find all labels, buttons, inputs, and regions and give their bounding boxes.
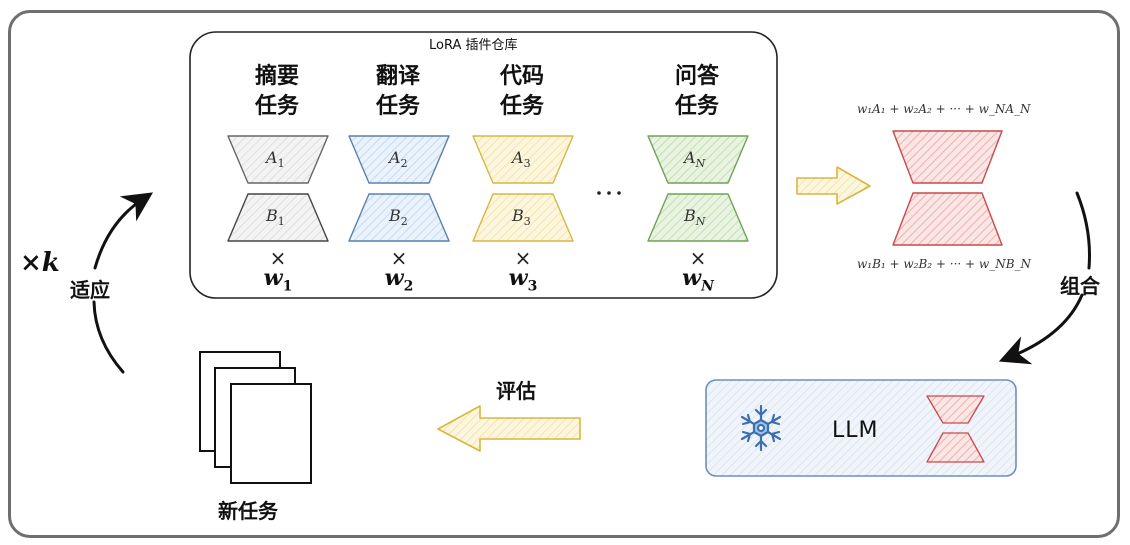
weight-label-3: w3 [508, 265, 538, 295]
weight-label-n: wN [682, 265, 714, 295]
task-label-2: 翻译任务 [375, 64, 420, 119]
combined-a-matrix [892, 130, 1003, 184]
lora-b-matrix-2 [348, 193, 450, 242]
merge-arrow-icon [796, 166, 871, 205]
llm-lora-a [926, 395, 985, 424]
matrix-label-b3: B3 [512, 206, 531, 229]
lora-module-2 [348, 135, 450, 242]
new-task-label: 新任务 [218, 499, 278, 523]
multiply-sign-1: × [269, 246, 287, 270]
combined-formula-a: w₁A₁ + w₂A₂ + ··· + w_NA_N [857, 102, 1031, 116]
evaluate-label: 评估 [496, 379, 536, 403]
matrix-label-bn: BN [684, 206, 706, 229]
matrix-label-a2: A2 [389, 148, 408, 171]
llm-label: LLM [832, 418, 879, 443]
lora-module-3 [472, 135, 574, 242]
snowflake-icon [740, 404, 782, 452]
lora-b-matrix-3 [472, 193, 574, 242]
ellipsis-dots [597, 191, 621, 195]
repeat-k-label: ×k [20, 248, 60, 278]
lora-module-1 [227, 135, 329, 242]
repository-title: LoRA 插件仓库 [425, 34, 522, 53]
combined-b-matrix [892, 192, 1003, 246]
adapt-label: 适应 [70, 278, 110, 302]
multiply-sign-3: × [514, 246, 532, 270]
matrix-label-an: AN [684, 148, 706, 171]
diagram-frame [8, 10, 1120, 538]
task-label-1: 摘要任务 [254, 64, 299, 119]
weight-label-2: w2 [384, 265, 414, 295]
lora-repository-box [189, 31, 778, 299]
lora-a-matrix-n [647, 135, 749, 184]
lora-b-matrix-1 [227, 193, 329, 242]
lora-b-matrix-n [647, 193, 749, 242]
lora-a-matrix-2 [348, 135, 450, 184]
task-label-3: 代码任务 [499, 64, 544, 119]
combined-formula-b: w₁B₁ + w₂B₂ + ··· + w_NB_N [857, 257, 1032, 271]
combine-arrow-upper [1075, 191, 1091, 270]
matrix-label-b2: B2 [389, 206, 408, 229]
llm-lora-b [926, 432, 985, 463]
lora-a-matrix-3 [472, 135, 574, 184]
combine-arrow-icon [998, 293, 1084, 365]
multiply-sign-2: × [390, 246, 408, 270]
adapt-arrow-lower [92, 300, 125, 374]
documents-icon [199, 351, 312, 484]
multiply-sign-n: × [689, 246, 707, 270]
lora-module-n [647, 135, 749, 242]
matrix-label-a1: A1 [266, 148, 285, 171]
combine-label: 组合 [1060, 274, 1100, 298]
weight-label-1: w1 [263, 265, 293, 295]
matrix-label-b1: B1 [266, 206, 285, 229]
evaluate-arrow-icon [437, 405, 581, 452]
lora-a-matrix-1 [227, 135, 329, 184]
task-label-n: 问答任务 [674, 64, 719, 119]
adapt-arrow-icon [93, 192, 154, 270]
matrix-label-a3: A3 [512, 148, 531, 171]
